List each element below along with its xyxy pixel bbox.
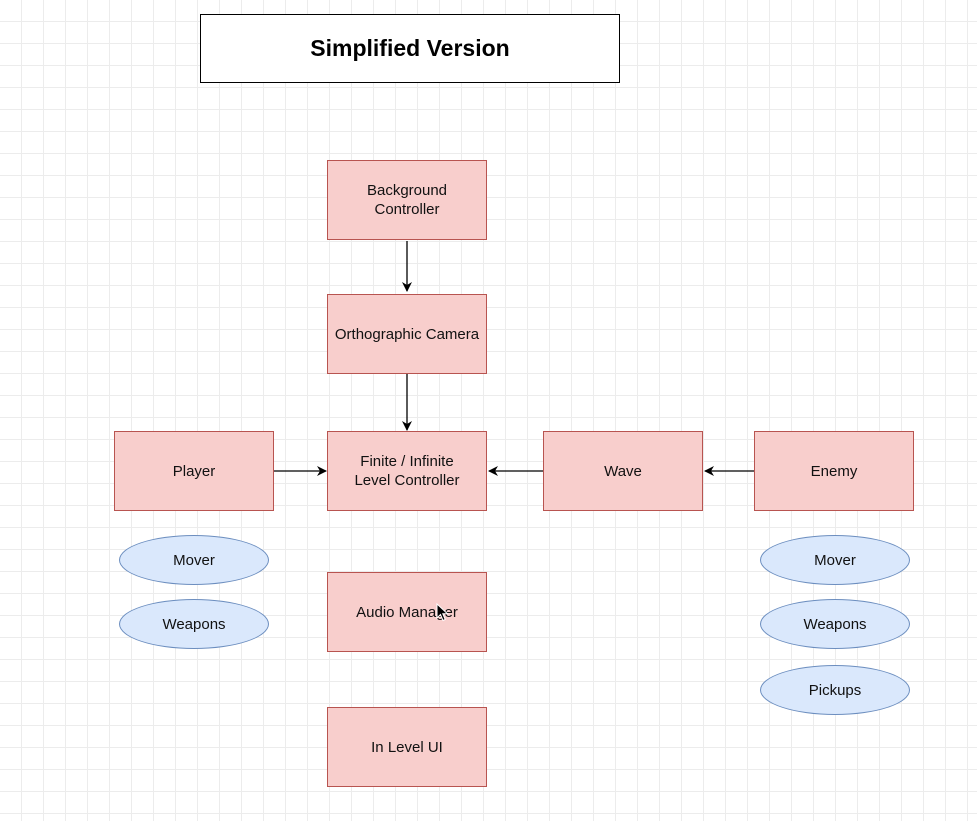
node-label: Wave xyxy=(604,462,642,480)
node-player[interactable]: Player xyxy=(114,431,274,511)
oval-label: Weapons xyxy=(162,615,226,633)
node-background-controller[interactable]: Background Controller xyxy=(327,160,487,240)
node-audio-manager[interactable]: Audio Manager xyxy=(327,572,487,652)
oval-label: Mover xyxy=(814,551,856,569)
node-label: In Level UI xyxy=(371,738,443,756)
title-box[interactable]: Simplified Version xyxy=(200,14,620,83)
node-wave[interactable]: Wave xyxy=(543,431,703,511)
node-label: Finite / Infinite Level Controller xyxy=(354,453,460,489)
oval-label: Mover xyxy=(173,551,215,569)
oval-player-mover[interactable]: Mover xyxy=(119,535,269,585)
oval-label: Pickups xyxy=(808,681,862,699)
oval-player-weapons[interactable]: Weapons xyxy=(119,599,269,649)
diagram-title: Simplified Version xyxy=(310,35,510,61)
node-level-controller[interactable]: Finite / Infinite Level Controller xyxy=(327,431,487,511)
oval-label: Weapons xyxy=(803,615,867,633)
node-in-level-ui[interactable]: In Level UI xyxy=(327,707,487,787)
oval-enemy-weapons[interactable]: Weapons xyxy=(760,599,910,649)
node-label: Enemy xyxy=(810,462,858,480)
oval-enemy-mover[interactable]: Mover xyxy=(760,535,910,585)
node-label: Orthographic Camera xyxy=(334,325,480,343)
node-enemy[interactable]: Enemy xyxy=(754,431,914,511)
node-label: Background Controller xyxy=(366,182,448,218)
node-label: Player xyxy=(172,462,216,480)
node-orthographic-camera[interactable]: Orthographic Camera xyxy=(327,294,487,374)
mouse-cursor-icon xyxy=(436,603,449,622)
oval-enemy-pickups[interactable]: Pickups xyxy=(760,665,910,715)
